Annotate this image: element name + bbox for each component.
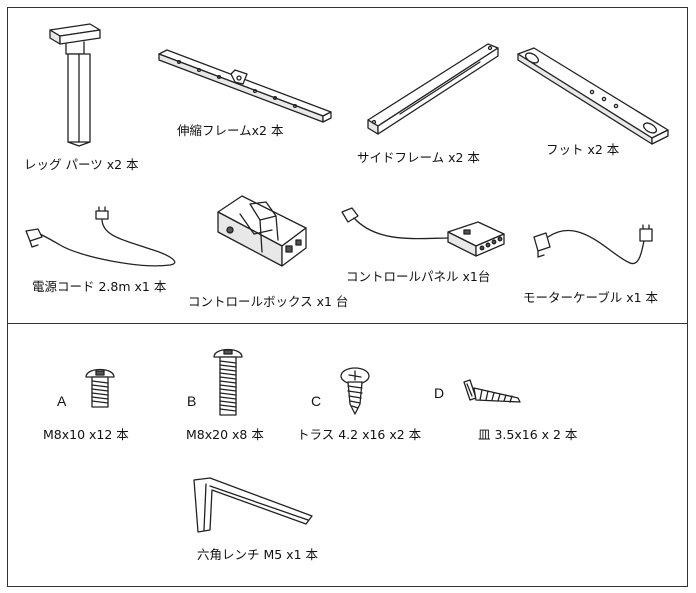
telescopic-frame-label: 伸縮フレームx2 本 (177, 123, 284, 138)
control-panel-label: コントロールパネル x1台 (346, 269, 491, 284)
side-frame-label: サイドフレーム x2 本 (357, 150, 480, 165)
bolt-a-letter: A (57, 393, 67, 409)
bolt-m8x10-illustration (85, 368, 115, 408)
screw-c-letter: C (311, 393, 322, 409)
screw-d-label: 皿 3.5x16 x 2 本 (478, 427, 578, 442)
foot-illustration (517, 47, 669, 145)
bolt-b-label: M8x20 x8 本 (186, 427, 264, 442)
countersunk-screw-illustration (463, 379, 521, 403)
bolt-a-label: M8x10 x12 本 (43, 427, 129, 442)
screw-d-letter: D (434, 385, 445, 401)
parts-list-frame (7, 7, 688, 587)
control-box-label: コントロールボックス x1 台 (188, 294, 349, 309)
control-panel-illustration (341, 207, 505, 257)
hex-wrench-label: 六角レンチ M5 x1 本 (197, 547, 319, 562)
motor-cable-illustration (533, 224, 653, 265)
bolt-m8x20-illustration (213, 348, 243, 416)
leg-part-illustration (49, 23, 101, 147)
hex-wrench-illustration (193, 477, 313, 533)
power-cord-label: 電源コード 2.8m x1 本 (32, 279, 167, 294)
foot-label: フット x2 本 (546, 142, 620, 157)
telescopic-frame-illustration (158, 49, 332, 123)
section-divider (7, 323, 688, 324)
motor-cable-label: モーターケーブル x1 本 (523, 290, 659, 305)
control-box-illustration (217, 195, 307, 267)
leg-part-label: レッグ パーツ x2 本 (24, 157, 139, 172)
screw-c-label: トラス 4.2 x16 x2 本 (297, 427, 422, 442)
side-frame-illustration (367, 43, 499, 135)
bolt-b-letter: B (187, 393, 197, 409)
power-cord-illustration (25, 206, 176, 267)
truss-screw-illustration (340, 367, 370, 415)
